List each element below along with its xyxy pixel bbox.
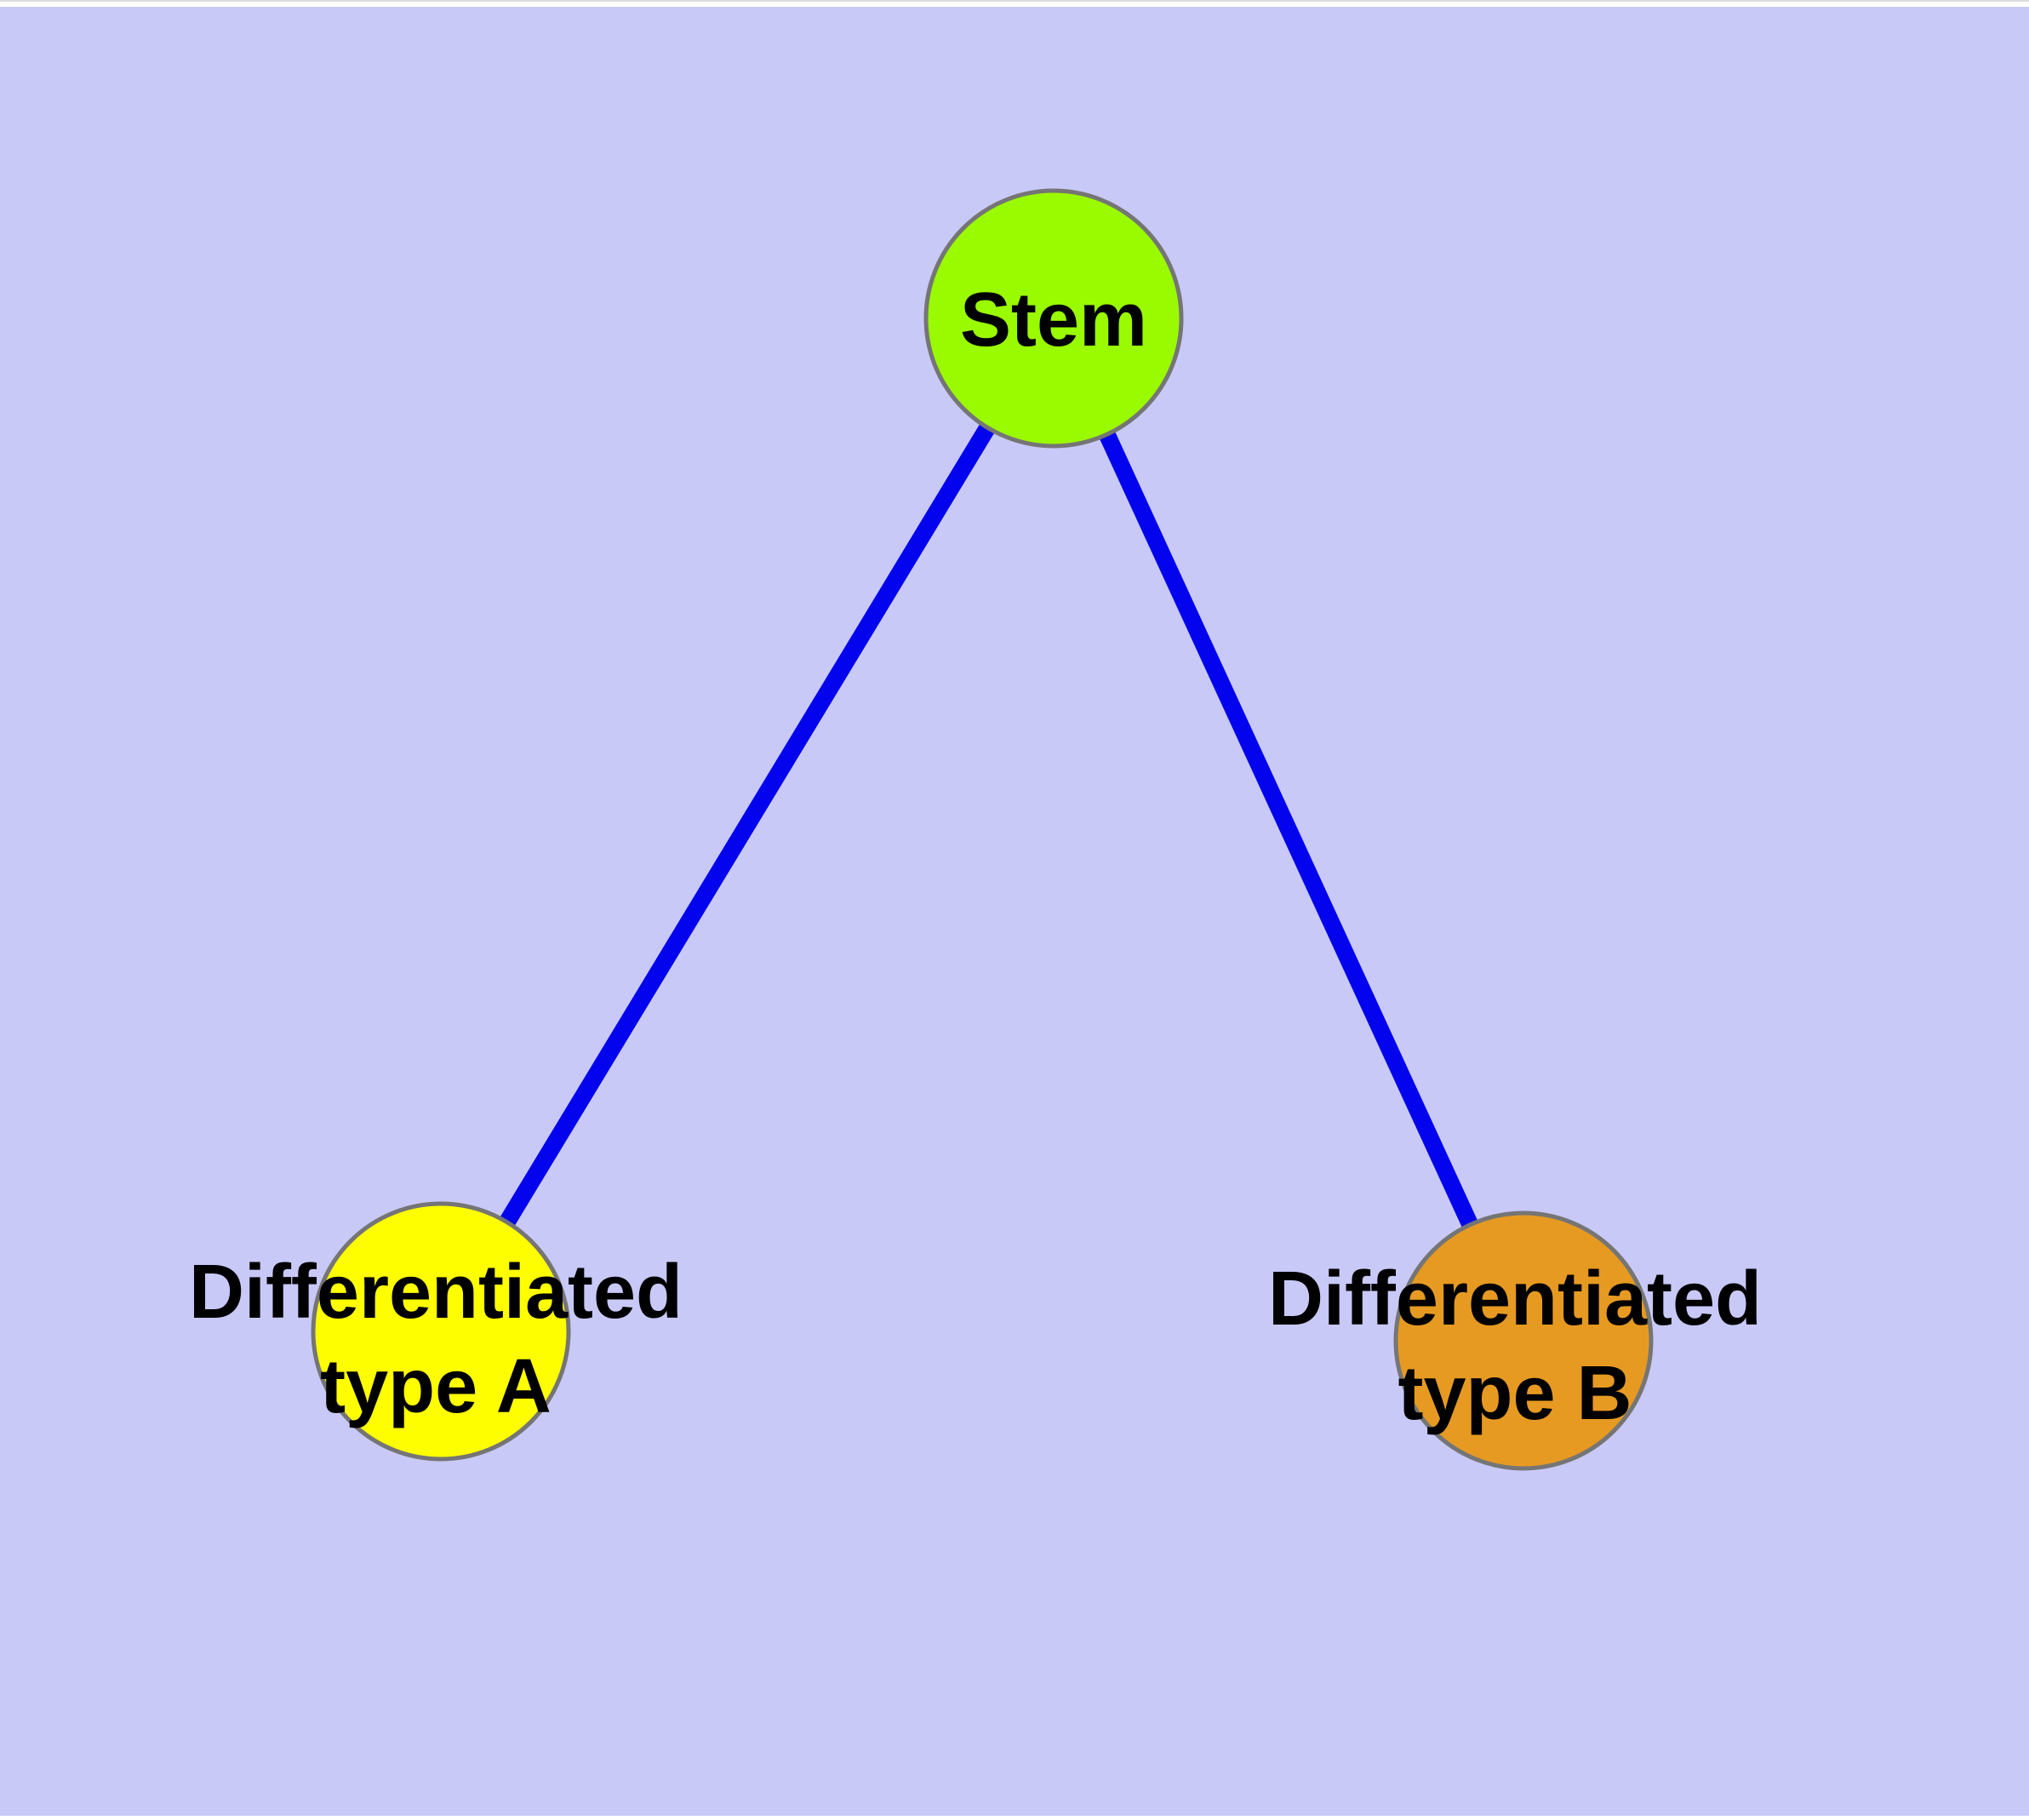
- node-stem: Stem: [923, 188, 1184, 449]
- node-type-b-circle: [1393, 1210, 1654, 1471]
- edge-stem-to-type-a: [433, 313, 1061, 1336]
- node-differentiated-type-b: Differentiated type B: [1268, 1210, 1762, 1471]
- node-stem-label: Stem: [960, 278, 1147, 363]
- edge-stem-to-type-b: [1045, 314, 1532, 1345]
- node-type-a-label-line2: type A: [320, 1344, 552, 1429]
- node-type-a-label-line1: Differentiated: [189, 1250, 683, 1335]
- node-type-a-circle: [311, 1201, 571, 1462]
- node-type-b-label-line1: Differentiated: [1268, 1256, 1762, 1342]
- frame-top-line: [0, 0, 2029, 2]
- node-differentiated-type-a: Differentiated type A: [189, 1201, 683, 1462]
- node-type-b-label-line2: type B: [1397, 1351, 1632, 1436]
- node-stem-circle: [923, 188, 1184, 449]
